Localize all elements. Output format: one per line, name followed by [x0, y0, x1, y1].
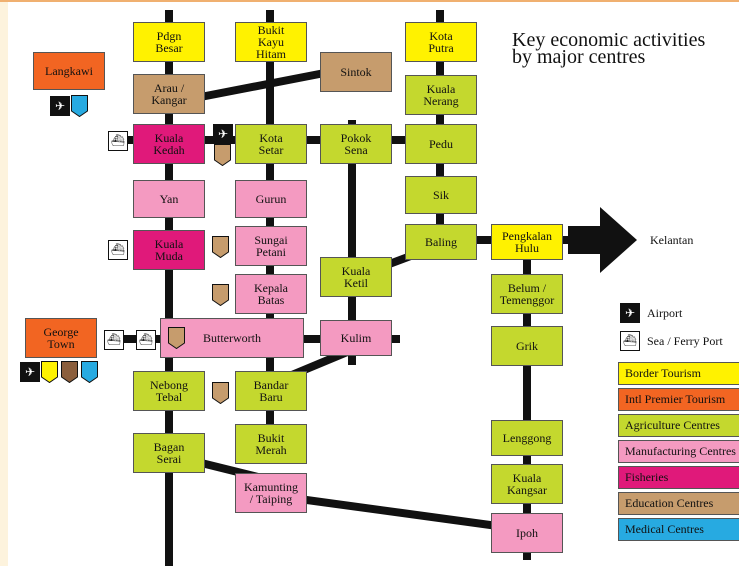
- node-nebong-tebal: Nebong Tebal: [133, 371, 205, 411]
- education-badge-icon: [61, 361, 78, 383]
- legend-item-border-tourism: Border Tourism: [618, 362, 739, 385]
- route-line: [269, 491, 528, 534]
- node-butterworth: Butterworth: [160, 318, 304, 358]
- medical-badge-icon: [81, 361, 98, 383]
- education-badge-icon: [41, 361, 58, 383]
- node-bukit-merah: Bukit Merah: [235, 424, 307, 464]
- legend-item-manufacturing-centres: Manufacturing Centres: [618, 440, 739, 463]
- node-bandar-baru: Bandar Baru: [235, 371, 307, 411]
- node-bukit-kayu-hitam: Bukit Kayu Hitam: [235, 22, 307, 62]
- node-kepala-batas: Kepala Batas: [235, 274, 307, 314]
- ship-icon: ⛴: [620, 331, 640, 351]
- node-kuala-nerang: Kuala Nerang: [405, 75, 477, 115]
- legend-item-intl-premier-tourism: Intl Premier Tourism: [618, 388, 739, 411]
- node-pokok-sena: Pokok Sena: [320, 124, 392, 164]
- node-bagan-serai: Bagan Serai: [133, 433, 205, 473]
- node-kuala-muda: Kuala Muda: [133, 230, 205, 270]
- education-badge-icon: [212, 382, 229, 404]
- node-kuala-ketil: Kuala Ketil: [320, 257, 392, 297]
- arrow-to-kelantan: [568, 207, 637, 273]
- node-sintok: Sintok: [320, 52, 392, 92]
- airplane-icon: ✈: [213, 124, 233, 144]
- ship-icon: ⛴: [136, 330, 156, 350]
- ship-icon: ⛴: [104, 330, 124, 350]
- ship-icon: ⛴: [108, 131, 128, 151]
- education-badge-icon: [214, 144, 231, 166]
- top-rule: [0, 0, 739, 2]
- node-kuala-kedah: Kuala Kedah: [133, 124, 205, 164]
- ship-icon: ⛴: [108, 240, 128, 260]
- node-baling: Baling: [405, 224, 477, 260]
- node-sungai-petani: Sungai Petani: [235, 226, 307, 266]
- node-pdgn-besar: Pdgn Besar: [133, 22, 205, 62]
- node-arau-kangar: Arau / Kangar: [133, 74, 205, 114]
- node-pengkalan-hulu: Pengkalan Hulu: [491, 224, 563, 260]
- node-kota-putra: Kota Putra: [405, 22, 477, 62]
- legend-item-agriculture-centres: Agriculture Centres: [618, 414, 739, 437]
- legend-item-education-centres: Education Centres: [618, 492, 739, 515]
- node-george-town: George Town: [25, 318, 97, 358]
- node-grik: Grik: [491, 326, 563, 366]
- node-pedu: Pedu: [405, 124, 477, 164]
- node-sik: Sik: [405, 176, 477, 214]
- node-kota-setar: Kota Setar: [235, 124, 307, 164]
- education-badge-icon: [212, 236, 229, 258]
- airplane-icon: ✈: [50, 96, 70, 116]
- label-kelantan: Kelantan: [650, 233, 694, 247]
- education-badge-icon: [168, 327, 185, 349]
- legend-item-medical-centres: Medical Centres: [618, 518, 739, 541]
- education-badge-icon: [212, 284, 229, 306]
- node-langkawi: Langkawi: [33, 52, 105, 90]
- node-kamunting-taiping: Kamunting / Taiping: [235, 473, 307, 513]
- legend-airport-label: Airport: [647, 306, 683, 320]
- node-belum-temenggor: Belum / Temenggor: [491, 274, 563, 314]
- node-kuala-kangsar: Kuala Kangsar: [491, 464, 563, 504]
- legend-item-fisheries: Fisheries: [618, 466, 739, 489]
- node-yan: Yan: [133, 180, 205, 218]
- airplane-icon: ✈: [620, 303, 640, 323]
- node-kulim: Kulim: [320, 320, 392, 356]
- airplane-icon: ✈: [20, 362, 40, 382]
- node-gurun: Gurun: [235, 180, 307, 218]
- route-line: [184, 66, 341, 104]
- node-lenggong: Lenggong: [491, 420, 563, 456]
- medical-badge-icon: [71, 95, 88, 117]
- diagram-title: Key economic activities by major centres: [512, 29, 706, 68]
- node-ipoh: Ipoh: [491, 513, 563, 553]
- legend-sea-port-label: Sea / Ferry Port: [647, 334, 723, 348]
